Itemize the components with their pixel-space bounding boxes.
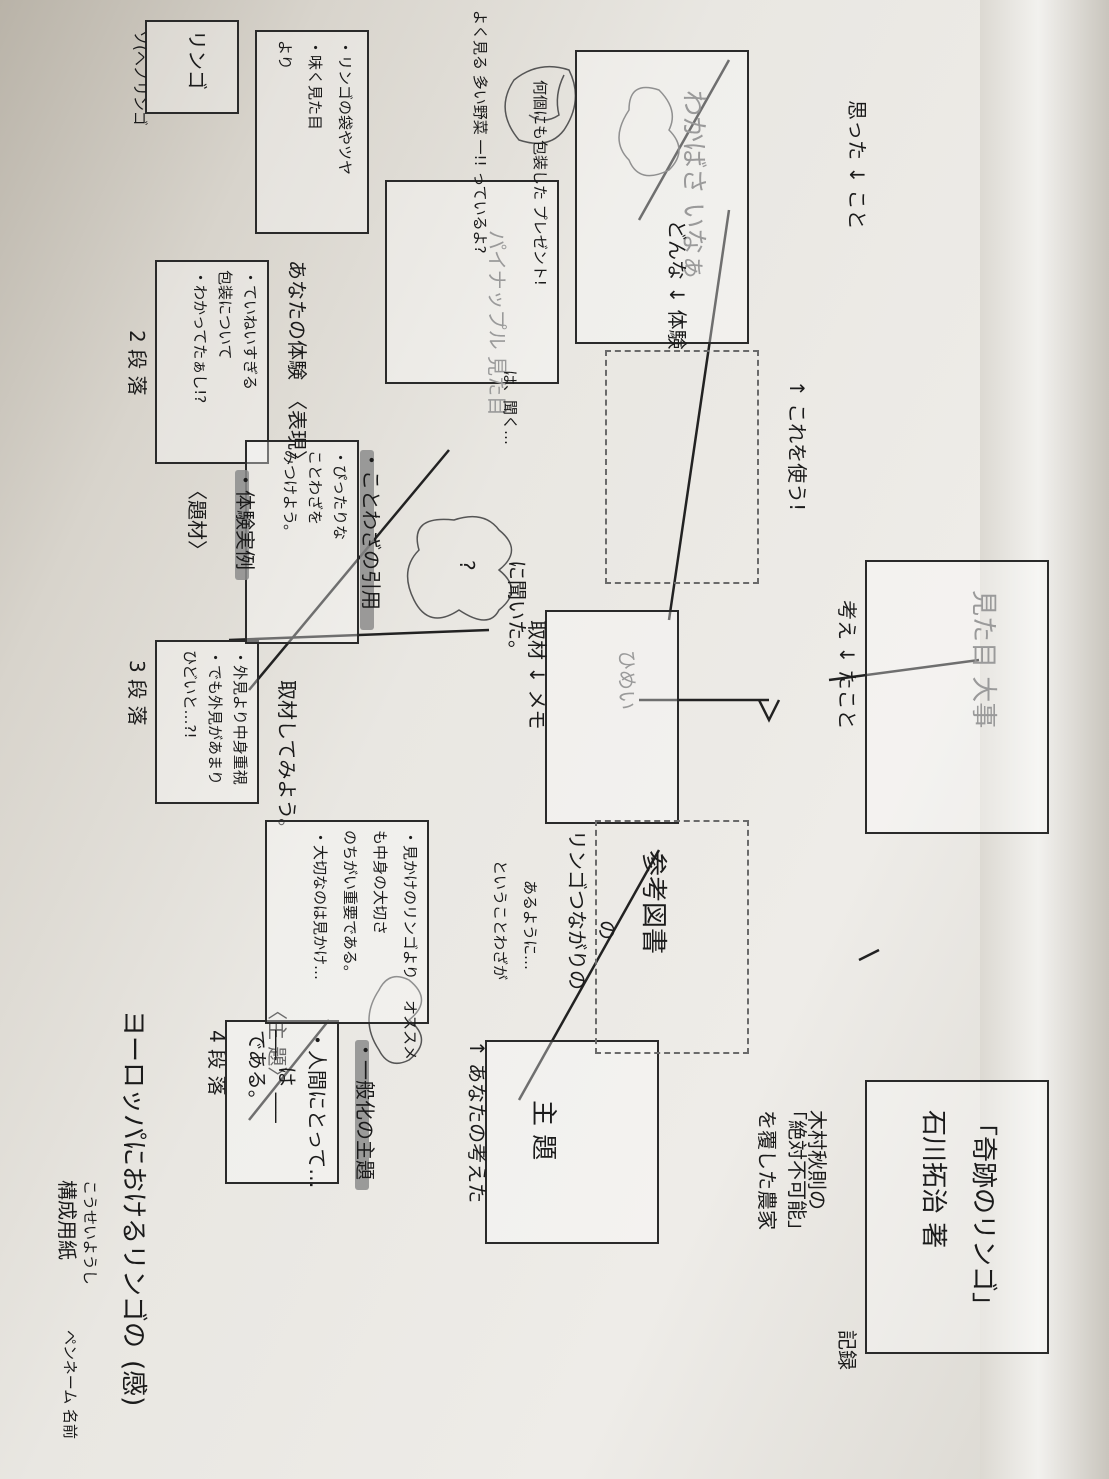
p3-line2: ・でも外見があまり (206, 650, 224, 786)
label-kikuhe: は、聞く… (501, 370, 519, 446)
felt-box (575, 50, 749, 344)
p2-line2: 包装について (216, 270, 234, 360)
memo-box (545, 610, 679, 824)
label-reference3: 参考図書 (638, 850, 668, 955)
label-reference: リンゴつながりの (565, 830, 589, 990)
apple-note-line1: ・リンゴの袋やツヤ (336, 40, 354, 176)
p2-prompt: あなたの体験 (285, 260, 309, 380)
quote-label: 〈表現〉 (285, 390, 309, 470)
quote-tag: ・ことわざの引用 (359, 450, 383, 610)
your-thought-box (485, 1040, 659, 1244)
quote-note-line1: ・ぴったりな (331, 450, 349, 541)
book2-line2: 石川拓治 著 (918, 1110, 948, 1249)
main-title-line2: (感) (118, 1360, 148, 1407)
notebook-binding (980, 0, 1109, 1479)
p4-note-line3: である。 (245, 1030, 269, 1110)
use-this-box (605, 350, 759, 584)
example-tag: ・体験実例 (233, 470, 257, 570)
sheet-title: 構成用紙 (55, 1180, 79, 1260)
book1-line2: を覆した農家 (755, 1110, 779, 1230)
label-your-thought: ↑ あなたの考えた (465, 1040, 489, 1204)
apple-note-line3: より (276, 40, 294, 70)
p3-line3: ひどいと…?! (181, 650, 199, 739)
label-experience: どんな ↓ 体験 (665, 220, 689, 350)
theme-note-line2: も中身の大切さ (371, 830, 389, 936)
p3-label: 3 段 落 (125, 660, 149, 726)
book1-line3: 木村秋則の (805, 1110, 829, 1210)
book2-line1: 「奇跡のリンゴ」 (968, 1110, 998, 1319)
label-heard: に聞いた。 (505, 560, 529, 660)
p1-label: リンゴ (185, 30, 209, 90)
label-felt: 思った ↓ こと (845, 100, 869, 230)
label-recommend: オススメ (401, 1000, 419, 1061)
title-ruby: こうせいようし (81, 1180, 99, 1285)
p2-line3: ・わかってたぁし!? (191, 270, 209, 404)
label-gift: 何個にも包装した プレゼント! (531, 80, 549, 286)
label-saying2: あるように… (521, 880, 539, 971)
label-saying: ということわざが (491, 860, 509, 981)
p2-label: 2 段 落 (125, 330, 149, 396)
label-thought: 考え ↓ たこと (835, 600, 859, 730)
memo-box-pencil: ひめい (615, 650, 639, 710)
label-use-this: ↑ これを使う! (785, 380, 809, 512)
p2-line1: ・ていねいすぎる (241, 270, 259, 391)
example-label: 〈題材〉 (185, 480, 209, 560)
p3-line1: ・外見より中身重視 (231, 650, 249, 785)
p4-note-line2: ___ は ___ (275, 1030, 299, 1123)
label-theme-box: 主 題 (528, 1100, 558, 1161)
p4-note-line1: ・人間にとって… (305, 1030, 329, 1189)
think-box (865, 560, 1049, 834)
p1-intro: ソ(ヘノリンゴ (131, 30, 149, 126)
apple-note-line2: ・味く見た目 (306, 40, 324, 131)
p4-tag: ・一般化の主題 (353, 1040, 377, 1180)
label-cloud-dots: ? (455, 560, 479, 571)
theme-note-line1: ・見かけのリンゴより (401, 830, 419, 980)
name-label: ペンネーム 名前 (61, 1330, 79, 1440)
think-box-pencil: 見た目 大事 (968, 590, 998, 729)
book-box (865, 1080, 1049, 1354)
book1-line4: 記録 (835, 1330, 859, 1370)
theme-note-line3: のちがい重要である。 (341, 830, 359, 980)
theme-note-line4: ・大切なのは見かけ… (311, 830, 329, 981)
label-reference2: の (595, 920, 619, 940)
main-title-line1: ヨーロッパにおけるリンゴの (118, 1010, 148, 1349)
p3-prompt: 取材してみよう。 (275, 680, 299, 839)
label-side-q: よく見る 多い野菜 一!! っているよ? (471, 10, 489, 254)
